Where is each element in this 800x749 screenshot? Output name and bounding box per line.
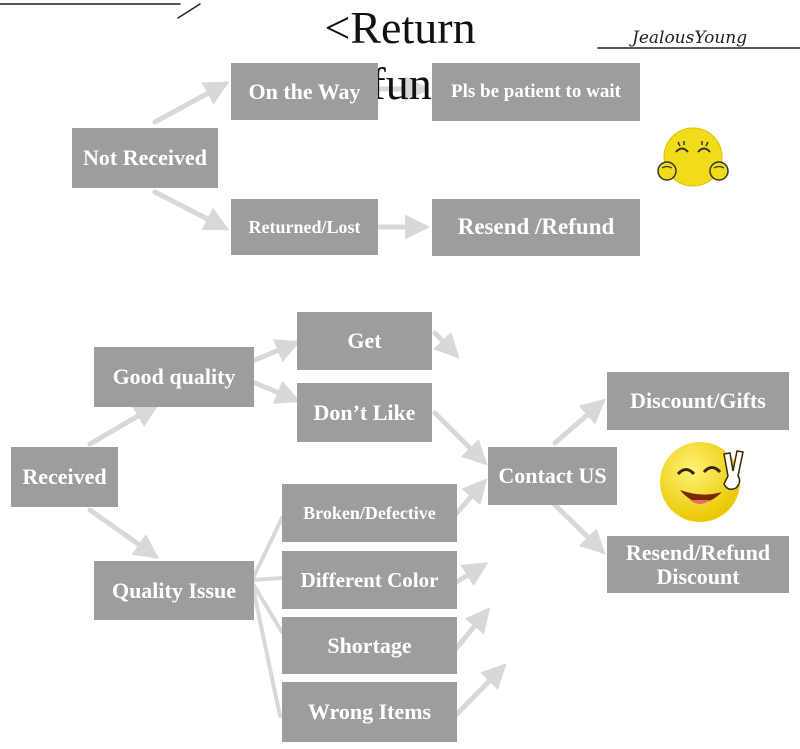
arrow-broken-out <box>452 478 488 518</box>
brand-signature: JealousYoung <box>632 28 748 48</box>
node-quality-issue: Quality Issue <box>94 561 254 620</box>
arrow-to-contact-us <box>432 410 488 466</box>
arrow-shortage-out <box>452 607 491 653</box>
node-get: Get <box>297 312 432 370</box>
arrow-to-resend-discount <box>552 502 606 555</box>
node-not-received: Not Received <box>72 128 218 188</box>
title-bracket-left: < <box>324 2 351 53</box>
node-good-quality: Good quality <box>94 347 254 407</box>
node-wrong-items: Wrong Items <box>282 682 457 742</box>
arrow-to-dont-like <box>252 380 301 404</box>
node-broken-defective: Broken/Defective <box>282 484 457 542</box>
node-received: Received <box>11 447 118 507</box>
victory-smiley-icon <box>660 442 744 522</box>
node-resend-refund: Resend /Refund <box>432 199 640 256</box>
node-discount-gifts: Discount/Gifts <box>607 372 789 430</box>
arrow-color-out <box>452 562 489 587</box>
arrow-to-quality-issue <box>87 507 160 559</box>
node-on-the-way: On the Way <box>231 63 378 120</box>
node-shortage: Shortage <box>282 617 457 674</box>
arrow-to-returned-lost <box>152 189 230 231</box>
node-returned-lost: Returned/Lost <box>231 199 378 255</box>
node-dont-like: Don’t Like <box>297 383 432 442</box>
arrow-wrong-out <box>452 663 507 719</box>
arrow-to-get <box>252 339 301 363</box>
arrow-to-discount <box>552 398 606 446</box>
arrow-to-on-the-way <box>152 81 230 125</box>
shy-smiley-icon <box>657 127 729 187</box>
node-wait: Pls be patient to wait <box>432 63 640 121</box>
arrow-to-good-quality <box>87 403 160 447</box>
arrow-get-out <box>432 330 460 359</box>
node-contact-us: Contact US <box>488 447 617 505</box>
node-resend-refund-discount: Resend/Refund Discount <box>607 536 789 593</box>
node-different-color: Different Color <box>282 551 457 609</box>
